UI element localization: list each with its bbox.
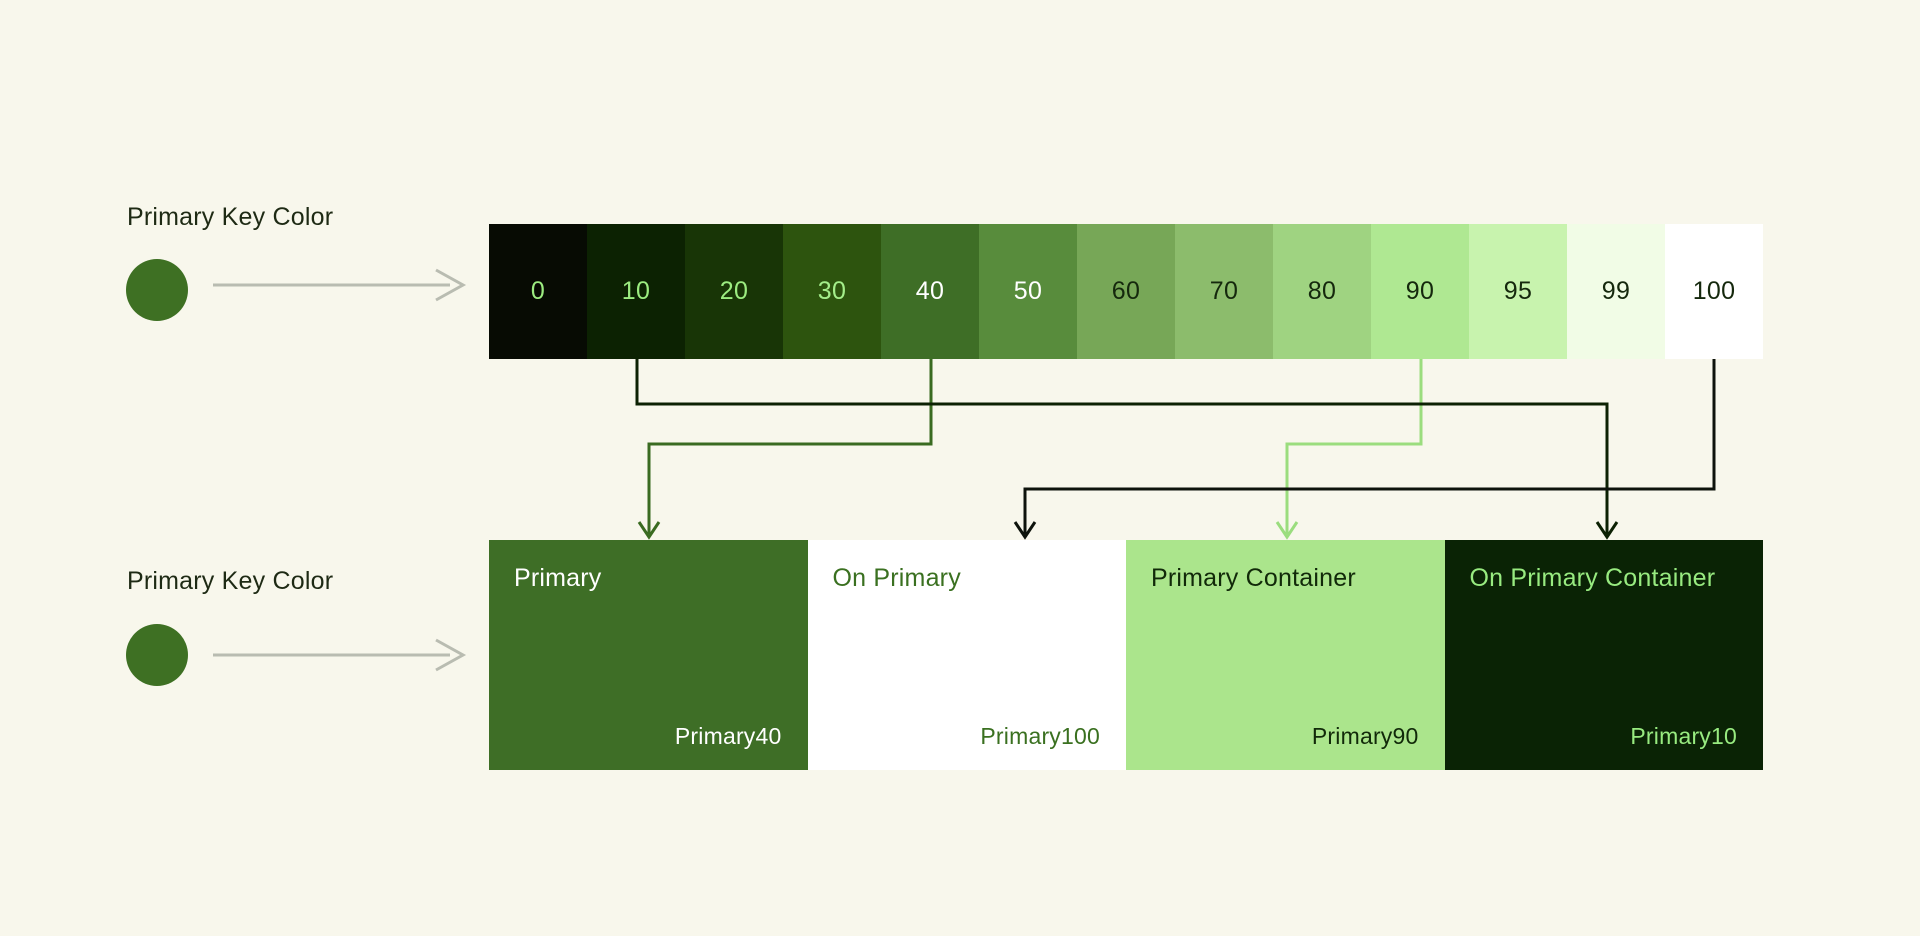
tone-swatch-40: 40: [881, 224, 979, 359]
key-color-arrow-top-icon: [213, 268, 467, 302]
tone-swatch-10: 10: [587, 224, 685, 359]
tone-swatch-100: 100: [1665, 224, 1763, 359]
role-tone-label: Primary10: [1630, 723, 1737, 749]
role-tone-label: Primary40: [674, 723, 782, 749]
tone-swatch-0: 0: [489, 224, 587, 359]
key-color-circle-top: [126, 259, 188, 321]
role-tone-label: Primary90: [1311, 723, 1419, 749]
key-color-label-top: Primary Key Color: [127, 203, 334, 231]
arrowhead-icon: [637, 521, 661, 540]
role-tone-label: Primary100: [980, 723, 1100, 749]
arrowhead-icon: [1275, 521, 1299, 540]
tone-swatch-70: 70: [1175, 224, 1273, 359]
tone-swatch-90: 90: [1371, 224, 1469, 359]
tone-swatch-50: 50: [979, 224, 1077, 359]
key-color-label-bottom: Primary Key Color: [127, 567, 334, 595]
tone-swatch-80: 80: [1273, 224, 1371, 359]
connector-tone10-on-primary-container: [635, 359, 1619, 540]
tone-swatch-99: 99: [1567, 224, 1665, 359]
key-color-arrow-bottom-icon: [213, 638, 467, 672]
tone-swatch-30: 30: [783, 224, 881, 359]
role-name: On Primary: [832, 564, 961, 592]
role-name: Primary Container: [1151, 564, 1356, 592]
tone-swatch-60: 60: [1077, 224, 1175, 359]
connector-tone90-primary-container: [1275, 359, 1423, 540]
role-name: Primary: [514, 564, 602, 592]
arrowhead-icon: [1013, 521, 1037, 540]
arrowhead-icon: [1595, 521, 1619, 540]
tone-swatch-95: 95: [1469, 224, 1567, 359]
key-color-circle-bottom: [126, 624, 188, 686]
connector-tone40-primary: [637, 359, 933, 540]
role-name: On Primary Container: [1469, 564, 1716, 592]
connector-tone100-on-primary: [1013, 359, 1716, 540]
tone-swatch-20: 20: [685, 224, 783, 359]
